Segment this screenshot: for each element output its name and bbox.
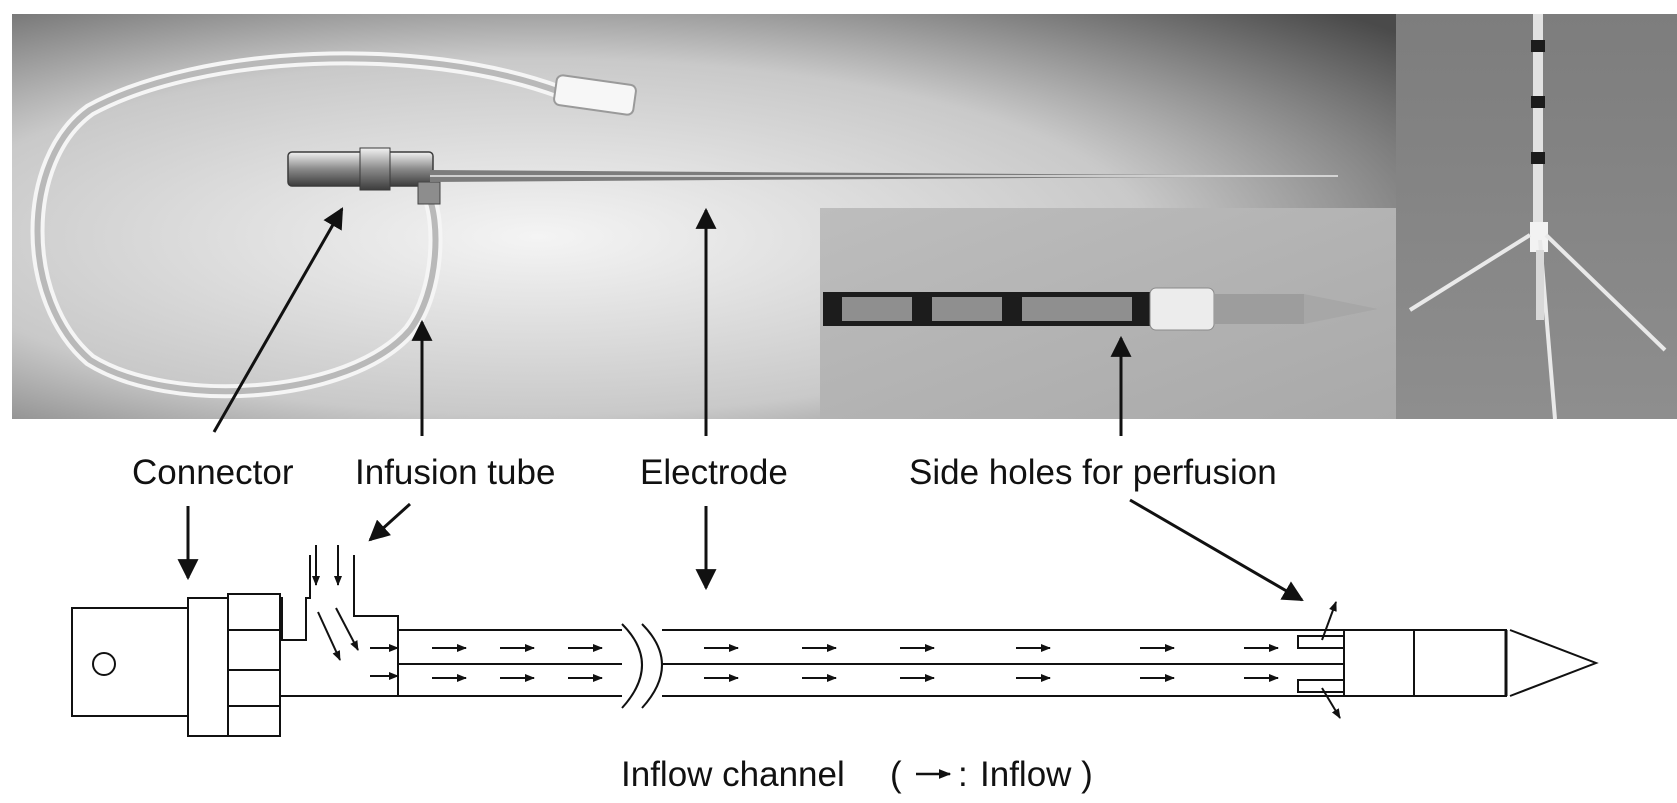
legend-colon: : xyxy=(958,755,968,794)
connector-body xyxy=(71,593,281,737)
infusion-tube-label: Infusion tube xyxy=(355,453,555,492)
connector-photo xyxy=(287,147,441,205)
infusion-schematic-arrow xyxy=(368,502,412,542)
needle-shaft-photo xyxy=(430,170,1340,182)
electrode-tip xyxy=(1343,629,1599,697)
shaft-tube-left xyxy=(398,629,622,697)
deployed-tines-panel xyxy=(1396,14,1677,420)
infusion-port xyxy=(280,555,399,697)
shaft-break-mark xyxy=(621,623,663,709)
legend: Inflow channel ( : Inflow ) xyxy=(621,755,1093,794)
legend-inflow-key: Inflow ) xyxy=(980,755,1093,794)
connector-label: Connector xyxy=(132,453,294,492)
shaft-tube-right xyxy=(662,629,1344,697)
inflow-arrows xyxy=(370,644,1279,682)
tip-closeup-inset xyxy=(820,208,1396,419)
legend-channel-label: Inflow channel xyxy=(621,755,845,794)
side-holes-label: Side holes for perfusion xyxy=(909,453,1277,492)
side-holes-schematic-arrow xyxy=(1129,498,1304,602)
photo-panel xyxy=(12,14,1677,436)
electrode-label: Electrode xyxy=(640,453,788,492)
side-holes xyxy=(1297,601,1345,719)
connector-photo-arrow xyxy=(212,207,344,433)
electrode-schematic xyxy=(71,498,1599,737)
legend-open-paren: ( xyxy=(890,755,902,794)
